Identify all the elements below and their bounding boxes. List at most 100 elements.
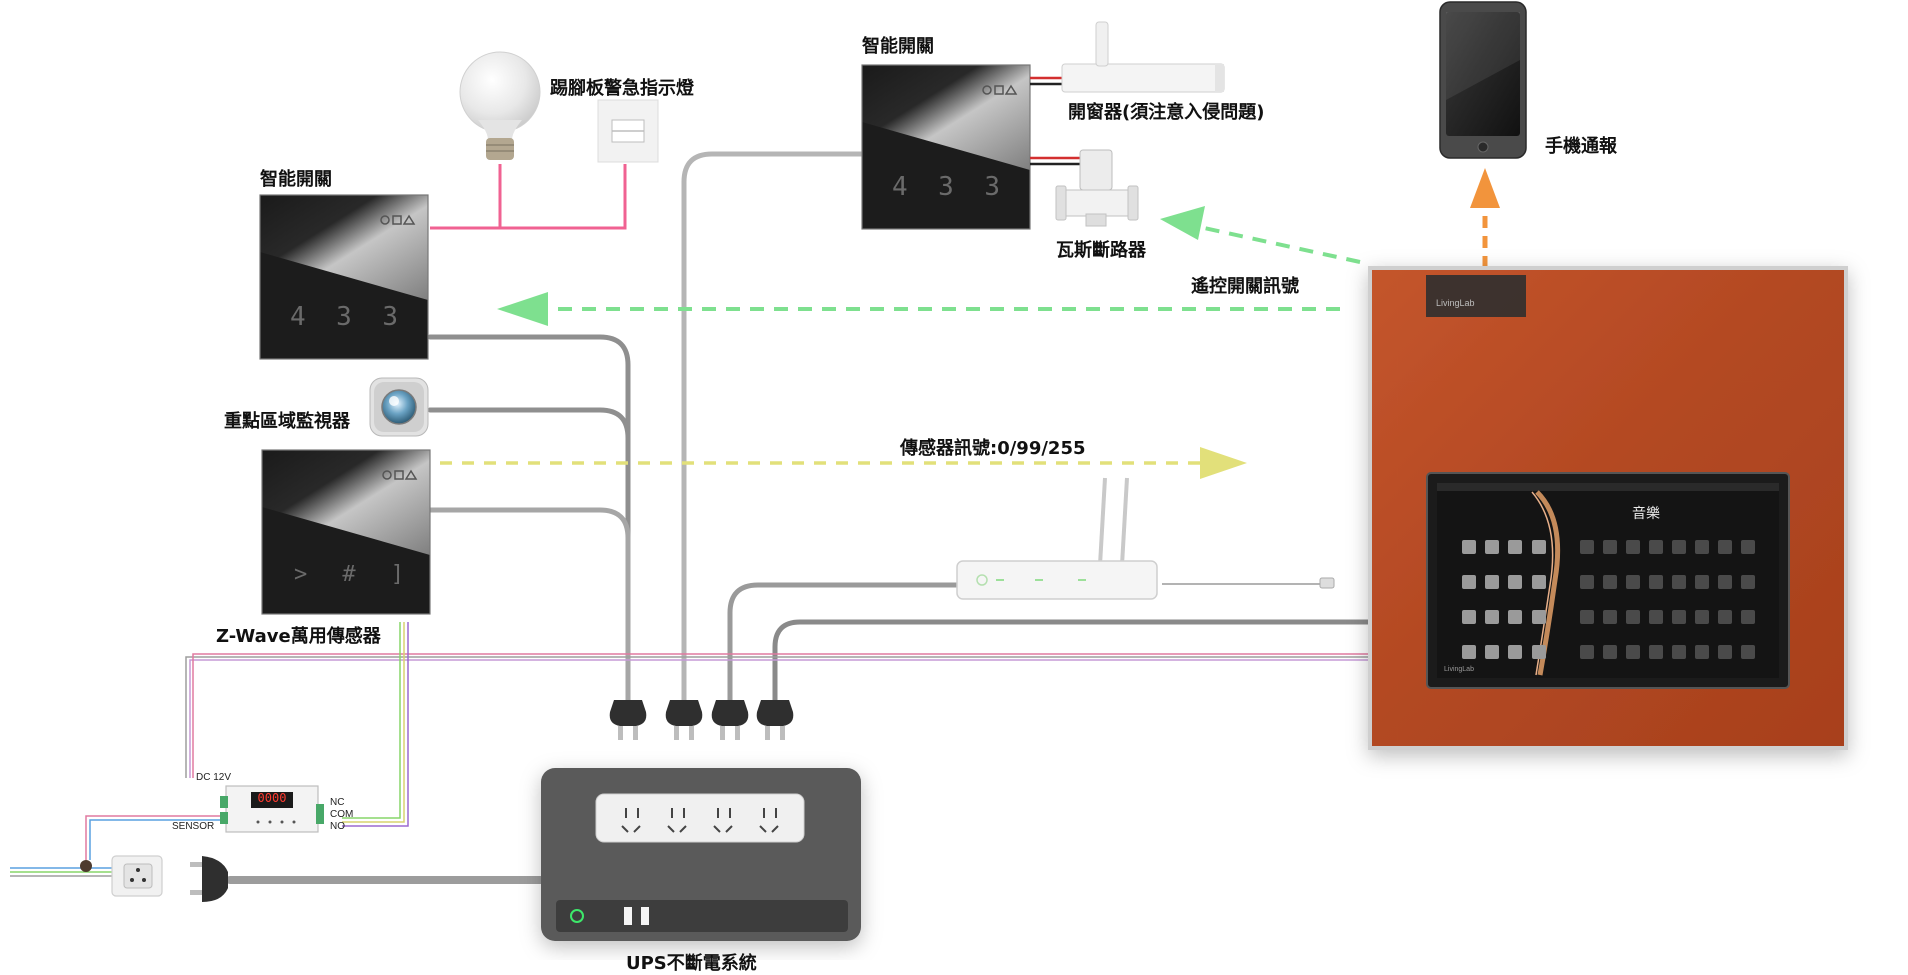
panel-app-button[interactable] bbox=[1672, 575, 1686, 589]
wireless-router bbox=[956, 477, 1335, 600]
plug-2-icon bbox=[665, 700, 703, 740]
panel-brand-top: LivingLab bbox=[1436, 298, 1475, 308]
digit[interactable]: 3 bbox=[336, 302, 354, 332]
phone-notify-arrowhead bbox=[1470, 168, 1500, 208]
panel-app-button[interactable] bbox=[1532, 610, 1546, 624]
panel-app-button[interactable] bbox=[1695, 575, 1709, 589]
power-cables bbox=[226, 151, 1375, 884]
panel-app-button[interactable] bbox=[1580, 540, 1594, 554]
panel-app-button[interactable] bbox=[1508, 540, 1522, 554]
label-remote-signal: 遙控開關訊號 bbox=[1191, 276, 1299, 297]
panel-app-button[interactable] bbox=[1718, 575, 1732, 589]
power-plugs bbox=[190, 700, 794, 902]
panel-app-button[interactable] bbox=[1741, 540, 1755, 554]
plug-3-icon bbox=[711, 700, 749, 740]
remote-signal-arrowhead bbox=[497, 292, 548, 326]
panel-app-button[interactable] bbox=[1603, 610, 1617, 624]
digit[interactable]: 4 bbox=[892, 172, 910, 202]
smartphone-icon bbox=[1439, 1, 1527, 159]
panel-app-button[interactable] bbox=[1462, 645, 1476, 659]
digit[interactable]: ] bbox=[390, 562, 404, 587]
panel-app-button[interactable] bbox=[1580, 610, 1594, 624]
panel-app-button[interactable] bbox=[1508, 575, 1522, 589]
label-smart-switch-left: 智能開關 bbox=[260, 169, 332, 190]
gas-signal-arrowhead bbox=[1160, 206, 1205, 240]
label-gas-breaker: 瓦斯斷路器 bbox=[1056, 240, 1146, 261]
panel-app-button[interactable] bbox=[1508, 645, 1522, 659]
digit[interactable]: 3 bbox=[938, 172, 956, 202]
panel-app-button[interactable] bbox=[1718, 540, 1732, 554]
sensor-signal-arrowhead bbox=[1200, 447, 1247, 479]
digit[interactable]: 3 bbox=[984, 172, 1002, 202]
panel-app-button[interactable] bbox=[1649, 610, 1663, 624]
panel-app-button[interactable] bbox=[1626, 610, 1640, 624]
panel-app-button[interactable] bbox=[1603, 645, 1617, 659]
signal-arrows bbox=[440, 168, 1500, 479]
panel-app-button[interactable] bbox=[1462, 540, 1476, 554]
switch-mode-icons bbox=[380, 214, 416, 225]
panel-app-button[interactable] bbox=[1672, 610, 1686, 624]
panel-app-button[interactable] bbox=[1485, 575, 1499, 589]
panel-app-button[interactable] bbox=[1603, 540, 1617, 554]
panel-app-button[interactable] bbox=[1532, 575, 1546, 589]
panel-app-button[interactable] bbox=[1485, 610, 1499, 624]
panel-app-button[interactable] bbox=[1532, 540, 1546, 554]
zwave-switch-digits: > # ] bbox=[294, 562, 404, 587]
panel-app-button[interactable] bbox=[1718, 610, 1732, 624]
panel-app-button[interactable] bbox=[1718, 645, 1732, 659]
panel-app-button[interactable] bbox=[1580, 575, 1594, 589]
cable-monitor bbox=[427, 407, 631, 703]
thin-wires bbox=[10, 583, 1372, 877]
smart-switch-top bbox=[861, 64, 1031, 230]
top-switch-digits: 4 3 3 bbox=[892, 172, 1002, 202]
light-bulb-icon bbox=[459, 51, 541, 160]
panel-app-button[interactable] bbox=[1695, 610, 1709, 624]
panel-app-button[interactable] bbox=[1508, 610, 1522, 624]
relay-display: 0000 bbox=[257, 791, 287, 805]
plug-4-icon bbox=[756, 700, 794, 740]
panel-app-button[interactable] bbox=[1695, 645, 1709, 659]
digit[interactable]: 4 bbox=[290, 302, 308, 332]
cable-panel bbox=[772, 619, 1375, 703]
ups-outlets bbox=[621, 808, 779, 833]
panel-app-button[interactable] bbox=[1695, 540, 1709, 554]
panel-app-button[interactable] bbox=[1532, 645, 1546, 659]
relay-module bbox=[220, 785, 324, 833]
panel-app-button[interactable] bbox=[1649, 645, 1663, 659]
label-zwave-sensor: Z-Wave萬用傳感器 bbox=[216, 626, 381, 647]
label-window-opener: 開窗器(須注意入侵問題) bbox=[1068, 102, 1265, 123]
panel-app-button[interactable] bbox=[1485, 645, 1499, 659]
digit[interactable]: 3 bbox=[382, 302, 400, 332]
panel-app-button[interactable] bbox=[1741, 645, 1755, 659]
panel-app-button[interactable] bbox=[1580, 645, 1594, 659]
panel-app-button[interactable] bbox=[1603, 575, 1617, 589]
label-dc12v: DC 12V bbox=[196, 772, 232, 783]
kickplate-indicator-light bbox=[597, 99, 659, 163]
cable-router bbox=[727, 582, 965, 703]
panel-app-button[interactable] bbox=[1672, 645, 1686, 659]
panel-app-button[interactable] bbox=[1462, 610, 1476, 624]
panel-app-button[interactable] bbox=[1626, 645, 1640, 659]
panel-screen-buttons bbox=[1462, 540, 1755, 659]
panel-app-button[interactable] bbox=[1626, 575, 1640, 589]
ups-input-plug-icon bbox=[190, 856, 228, 902]
label-area-monitor: 重點區域監視器 bbox=[224, 411, 350, 432]
digit[interactable]: > bbox=[294, 562, 308, 587]
panel-app-button[interactable] bbox=[1741, 610, 1755, 624]
panel-app-button[interactable] bbox=[1672, 540, 1686, 554]
panel-app-button[interactable] bbox=[1741, 575, 1755, 589]
label-ups-system: UPS不斷電系統 bbox=[626, 953, 757, 974]
light-wires bbox=[430, 164, 627, 230]
panel-app-button[interactable] bbox=[1649, 575, 1663, 589]
gas-signal-arrow bbox=[1194, 224, 1361, 264]
smart-switch-left bbox=[259, 194, 429, 360]
digit[interactable]: # bbox=[342, 562, 356, 587]
panel-app-button[interactable] bbox=[1626, 540, 1640, 554]
panel-app-button[interactable] bbox=[1462, 575, 1476, 589]
panel-screen-title: 音樂 bbox=[1632, 506, 1660, 522]
panel-app-button[interactable] bbox=[1649, 540, 1663, 554]
wall-socket bbox=[80, 855, 163, 897]
panel-app-button[interactable] bbox=[1485, 540, 1499, 554]
label-smart-switch-top: 智能開關 bbox=[862, 36, 934, 57]
